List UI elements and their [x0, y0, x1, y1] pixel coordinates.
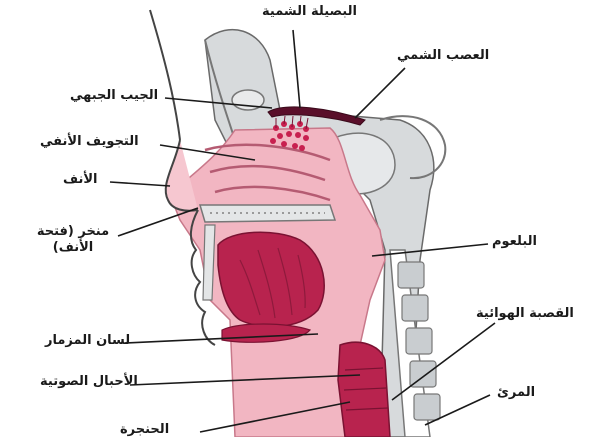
label-trachea: القصبة الهوائية	[476, 306, 574, 322]
label-frontal-sinus: الجيب الجبهي	[70, 88, 158, 104]
label-pharynx: البلعوم	[492, 234, 537, 250]
leader-nose	[110, 182, 170, 186]
vertebra	[398, 262, 424, 288]
label-vocal-cords: الأحبال الصوتية	[40, 374, 138, 390]
label-nasal-cavity: التجويف الأنفي	[40, 134, 139, 150]
hard-palate	[200, 205, 335, 222]
label-olfactory-bulb: البصيلة الشمية	[262, 4, 357, 20]
label-nostril: منخر (فتحة الأنف)	[34, 224, 112, 257]
label-olfactory-nerve: العصب الشمي	[397, 48, 489, 64]
vertebra	[406, 328, 432, 354]
label-tongue: لسان المزمار	[45, 333, 130, 349]
vertebra	[414, 394, 440, 420]
leader-olfactory-nerve	[355, 68, 405, 118]
label-esophagus: المرئ	[497, 385, 535, 401]
tongue-shape	[218, 232, 324, 326]
forehead-outline	[150, 10, 180, 140]
label-nose: الأنف	[63, 172, 98, 188]
leader-olfactory-bulb	[293, 30, 300, 108]
vertebra	[402, 295, 428, 321]
label-larynx: الحنجرة	[120, 422, 169, 438]
